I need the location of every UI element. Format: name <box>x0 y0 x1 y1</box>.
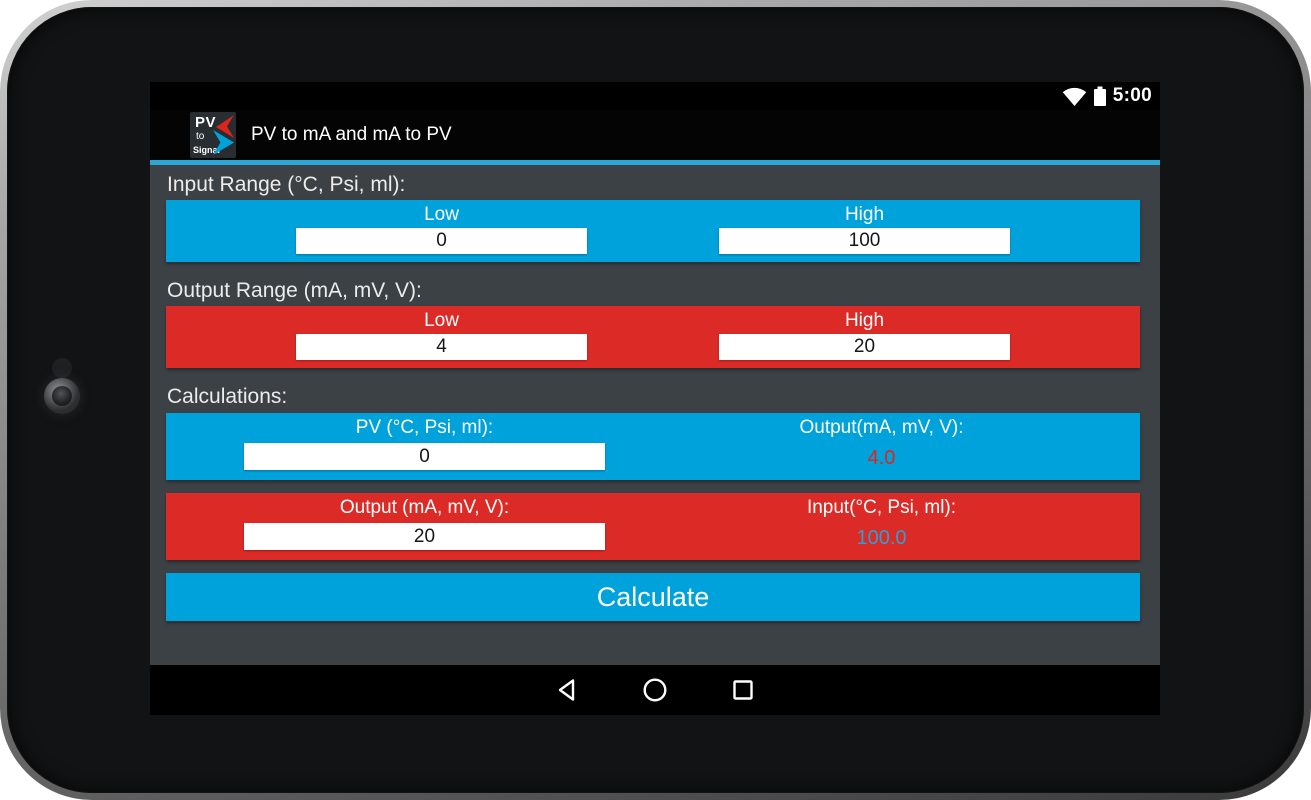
accent-divider <box>150 160 1160 165</box>
status-bar: 5:00 <box>150 82 1160 110</box>
pv-input-column: PV (°C, Psi, ml): <box>196 413 653 480</box>
app-content: Input Range (°C, Psi, ml): Low High Outp… <box>150 165 1160 665</box>
back-button[interactable] <box>552 675 582 705</box>
output-range-low-field[interactable] <box>295 334 588 360</box>
calculate-button[interactable]: Calculate <box>166 573 1140 621</box>
recents-icon <box>733 680 753 700</box>
pv-to-signal-bar: PV (°C, Psi, ml): Output(mA, mV, V): 4.0 <box>166 413 1140 480</box>
input-range-high-label: High <box>844 204 885 225</box>
recents-button[interactable] <box>728 675 758 705</box>
output-input-column: Output (mA, mV, V): <box>196 493 653 560</box>
output-range-low-column: Low <box>230 306 653 368</box>
pv-input-field[interactable] <box>243 443 605 470</box>
output-range-high-column: High <box>653 306 1076 368</box>
output-result-value: 4.0 <box>867 447 896 469</box>
calculations-label: Calculations: <box>167 385 288 408</box>
pv-input-label: PV (°C, Psi, ml): <box>355 417 494 438</box>
input-range-high-column: High <box>653 200 1076 262</box>
output-range-high-label: High <box>844 310 885 331</box>
logo-text-pv: PV <box>195 114 217 131</box>
logo-text-signal: Signal <box>193 145 221 155</box>
signal-to-pv-bar: Output (mA, mV, V): Input(°C, Psi, ml): … <box>166 493 1140 560</box>
logo-text-to: to <box>196 131 205 142</box>
clock: 5:00 <box>1112 85 1152 106</box>
home-icon <box>643 678 667 702</box>
input-result-column: Input(°C, Psi, ml): 100.0 <box>653 493 1110 560</box>
front-camera-icon <box>44 378 80 414</box>
output-range-high-field[interactable] <box>718 334 1011 360</box>
back-icon <box>558 679 575 701</box>
app-title: PV to mA and mA to PV <box>251 124 452 145</box>
battery-icon <box>1093 86 1107 107</box>
camera-lens <box>52 386 72 406</box>
input-result-label: Input(°C, Psi, ml): <box>806 497 957 518</box>
app-bar: PV to Signal PV to mA and mA to PV <box>150 110 1160 160</box>
output-input-field[interactable] <box>243 523 605 550</box>
input-range-bar: Low High <box>166 200 1140 262</box>
output-range-bar: Low High <box>166 306 1140 368</box>
input-range-low-label: Low <box>424 204 459 225</box>
input-result-value: 100.0 <box>856 527 907 549</box>
screen: 5:00 PV to Signal PV to mA and mA to PV … <box>150 82 1160 715</box>
input-range-label: Input Range (°C, Psi, ml): <box>167 173 406 196</box>
output-range-label: Output Range (mA, mV, V): <box>167 279 422 302</box>
nav-bar <box>150 665 1160 715</box>
input-range-high-field[interactable] <box>718 228 1011 254</box>
wifi-icon <box>1062 87 1087 106</box>
app-logo-icon: PV to Signal <box>190 112 236 158</box>
output-input-label: Output (mA, mV, V): <box>339 497 510 518</box>
input-range-low-column: Low <box>230 200 653 262</box>
output-range-low-label: Low <box>424 310 459 331</box>
output-result-column: Output(mA, mV, V): 4.0 <box>653 413 1110 480</box>
input-range-low-field[interactable] <box>295 228 588 254</box>
logo-arrows-icon <box>213 115 234 155</box>
home-button[interactable] <box>640 675 670 705</box>
light-sensor <box>52 358 72 378</box>
output-result-label: Output(mA, mV, V): <box>799 417 964 438</box>
